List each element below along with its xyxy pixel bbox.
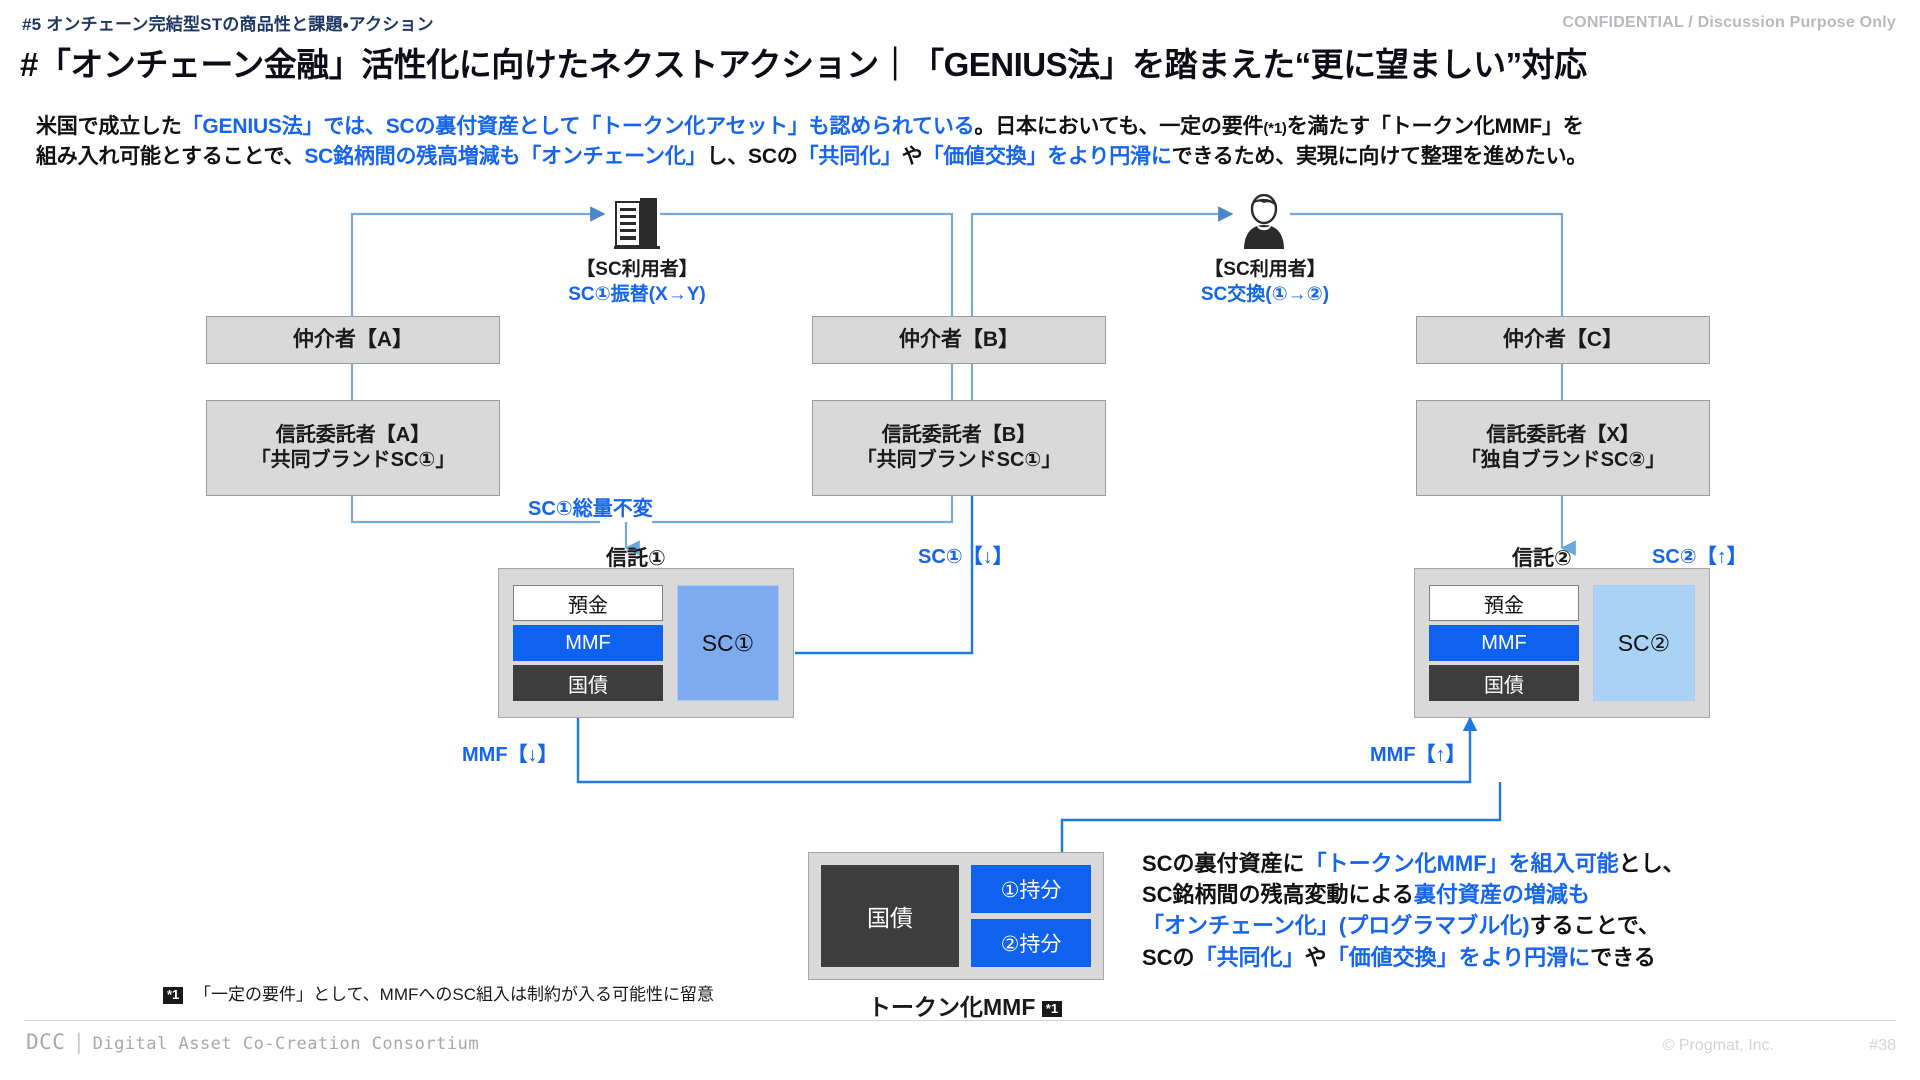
annot-l1-b: 「トークン化MMF」を組入可能 [1304, 851, 1619, 876]
lead-l2-c: し、SCの [706, 144, 798, 168]
token-mmf-share-1: ①持分 [971, 865, 1091, 913]
label-sc1-total: SC①総量不変 [528, 498, 653, 520]
footer-brand-full: Digital Asset Co-Creation Consortium [92, 1034, 480, 1054]
actor-caption-left: 【SC利用者】 SC①振替(X→Y) [512, 258, 762, 307]
annotation-line-1: SCの裏付資産に「トークン化MMF」を組入可能とし、 [1142, 848, 1685, 879]
label-sc1-down: SC①【↓】 [918, 546, 1013, 568]
caption-trust-1: 信託① [606, 547, 666, 570]
actor-left-line1: 【SC利用者】 [576, 259, 698, 280]
footnote: *1 「一定の要件」として、MMFへのSC組入は制約が入る可能性に留意 [163, 980, 714, 1005]
token-mmf-jgb: 国債 [821, 865, 959, 967]
lead-l1-b: 「GENIUS法」では、SCの裏付資産として「トークン化アセット」も認められてい… [181, 115, 975, 138]
lead-paragraph: 米国で成立した「GENIUS法」では、SCの裏付資産として「トークン化アセット」… [36, 112, 1896, 172]
annot-l4-a: SCの [1142, 944, 1195, 970]
footer-brand: DCC| Digital Asset Co-Creation Consortium [26, 1030, 479, 1054]
annot-l4-b: 「共同化」 [1194, 944, 1305, 970]
trust-1-cell-deposit: 預金 [513, 585, 663, 621]
annot-l3-b: することで、 [1529, 913, 1661, 939]
trust-2-asset-stack: 預金 MMF 国債 [1429, 585, 1579, 701]
tokenized-mmf-box[interactable]: 国債 ①持分 ②持分 [808, 852, 1104, 980]
building-icon [612, 198, 662, 250]
lead-l2-e: や [901, 144, 923, 168]
annot-l4-d: 「価値交換」をより円滑に [1326, 944, 1591, 970]
token-mmf-caption-text: トークン化MMF [868, 994, 1036, 1020]
annotation-line-3: 「オンチェーン化」(プログラマブル化)することで、 [1142, 910, 1685, 941]
footer-brand-acronym: DCC [26, 1030, 66, 1054]
trust-2-cell-mmf: MMF [1429, 625, 1579, 661]
page-title: #「オンチェーン金融」活性化に向けたネクストアクション｜「GENIUS法」を踏ま… [20, 46, 1587, 83]
actor-caption-right: 【SC利用者】 SC交換(①→②) [1140, 258, 1390, 307]
footer-brand-separator: | [72, 1030, 86, 1054]
node-settlor-a[interactable]: 信託委託者【A】 「共同ブランドSC①」 [206, 400, 500, 496]
label-sc2-up: SC②【↑】 [1652, 546, 1747, 568]
lead-l2-a: 組み入れ可能とすることで、 [36, 144, 305, 168]
label-mmf-up: MMF【↑】 [1370, 744, 1466, 766]
settlor-a-line1: 信託委託者【A】 [275, 424, 431, 446]
actor-right-line2: SC交換(①→②) [1200, 283, 1330, 305]
footnote-text: 「一定の要件」として、MMFへのSC組入は制約が入る可能性に留意 [194, 985, 714, 1004]
token-mmf-share-2: ②持分 [971, 919, 1091, 967]
footer-copyright: © Progmat, Inc. [1662, 1037, 1774, 1054]
section-kicker: #5 オンチェーン完結型STの商品性と課題・アクション [22, 15, 434, 34]
label-mmf-down: MMF【↓】 [462, 744, 558, 766]
trust-1-cell-jgb: 国債 [513, 665, 663, 701]
caption-tokenized-mmf: トークン化MMF *1 [868, 988, 1063, 1022]
token-mmf-shares: ①持分 ②持分 [971, 865, 1091, 967]
person-icon [1240, 193, 1288, 250]
node-settlor-b[interactable]: 信託委託者【B】 「共同ブランドSC①」 [812, 400, 1106, 496]
lead-l2-d: 「共同化」 [797, 144, 902, 168]
settlor-x-line2: 「独自ブランドSC②」 [1460, 449, 1666, 471]
trust-1-cell-mmf: MMF [513, 625, 663, 661]
trust-1-asset-stack: 預金 MMF 国債 [513, 585, 663, 701]
annot-l2-a: SC銘柄間の残高変動による [1142, 882, 1414, 908]
trust-2-cell-deposit: 預金 [1429, 585, 1579, 621]
settlor-b-line2: 「共同ブランドSC①」 [856, 449, 1062, 471]
node-broker-b[interactable]: 仲介者【B】 [812, 316, 1106, 364]
actor-left-line2: SC①振替(X→Y) [568, 283, 706, 305]
trust-2-cell-jgb: 国債 [1429, 665, 1579, 701]
lead-l2-b: SC銘柄間の残高増減も「オンチェーン化」 [304, 144, 707, 168]
trust-2-sc-token: SC② [1593, 585, 1695, 701]
annotation-line-2: SC銘柄間の残高変動による裏付資産の増減も [1142, 879, 1685, 910]
footer-page-number: #38 [1869, 1037, 1896, 1054]
confidential-notice: CONFIDENTIAL / Discussion Purpose Only [1562, 14, 1896, 31]
node-broker-a[interactable]: 仲介者【A】 [206, 316, 500, 364]
caption-trust-2: 信託② [1512, 547, 1572, 570]
lead-l1-c: 。日本においても、一定の要件 [974, 115, 1264, 138]
settlor-a-line2: 「共同ブランドSC①」 [250, 449, 456, 471]
annot-l4-c: や [1304, 944, 1327, 970]
settlor-x-line1: 信託委託者【X】 [1486, 424, 1640, 446]
trust-box-1[interactable]: 預金 MMF 国債 SC① [498, 568, 794, 718]
actor-right-line1: 【SC利用者】 [1204, 259, 1326, 280]
lead-l2-g: できるため、実現に向けて整理を進めたい。 [1171, 144, 1588, 168]
lead-l1-a: 米国で成立した [36, 115, 182, 138]
annot-l3-a: 「オンチェーン化」(プログラマブル化) [1142, 913, 1530, 939]
trust-1-sc-token: SC① [677, 585, 779, 701]
annot-l1-a: SCの裏付資産に [1142, 851, 1305, 876]
annot-l1-c: とし、 [1618, 851, 1685, 876]
annot-l4-e: できる [1590, 944, 1656, 970]
footnote-mark: *1 [163, 987, 184, 1004]
annot-l2-b: 裏付資産の増減も [1413, 882, 1590, 908]
annotation-block: SCの裏付資産に「トークン化MMF」を組入可能とし、 SC銘柄間の残高変動による… [1142, 848, 1685, 973]
annotation-line-4: SCの「共同化」や「価値交換」をより円滑にできる [1142, 942, 1685, 973]
token-mmf-footnote-mark: *1 [1041, 1000, 1063, 1018]
node-settlor-x[interactable]: 信託委託者【X】 「独自ブランドSC②」 [1416, 400, 1710, 496]
lead-l1-e: を満たす「トークン化MMF」を [1286, 115, 1584, 138]
footer-divider [24, 1020, 1896, 1021]
settlor-b-line1: 信託委託者【B】 [881, 424, 1037, 446]
node-broker-c[interactable]: 仲介者【C】 [1416, 316, 1710, 364]
trust-box-2[interactable]: 預金 MMF 国債 SC② [1414, 568, 1710, 718]
lead-line-2: 組み入れ可能とすることで、SC銘柄間の残高増減も「オンチェーン化」し、SCの「共… [36, 142, 1896, 172]
lead-l1-d: (*1) [1263, 120, 1287, 137]
lead-line-1: 米国で成立した「GENIUS法」では、SCの裏付資産として「トークン化アセット」… [36, 112, 1896, 142]
lead-l2-f: 「価値交換」をより円滑に [922, 144, 1172, 168]
